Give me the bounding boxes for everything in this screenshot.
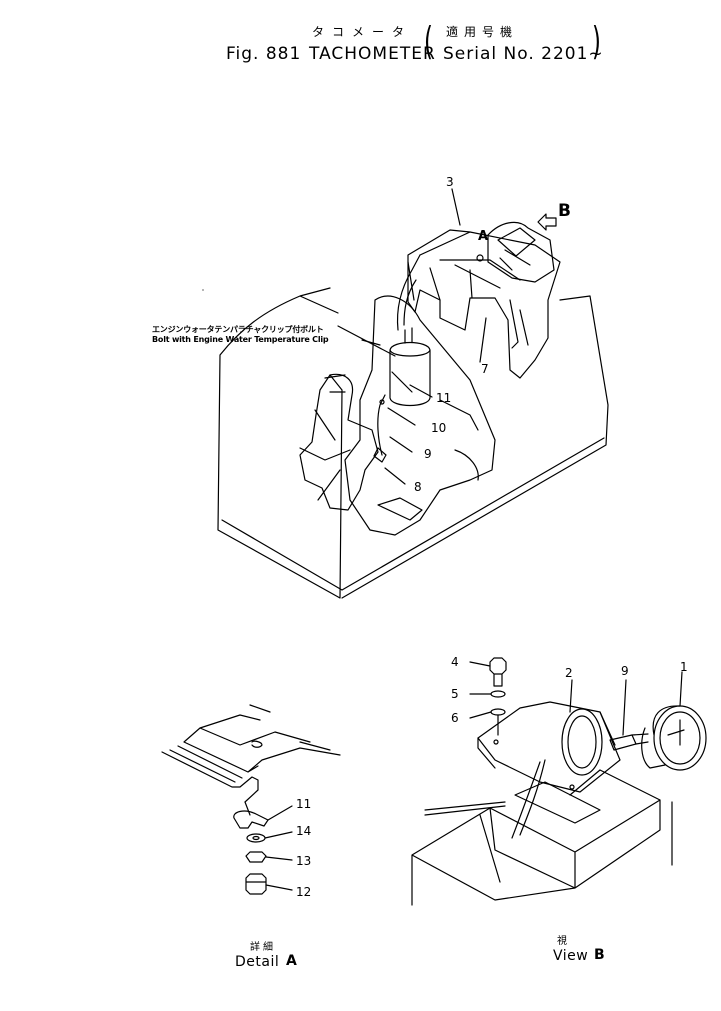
callout-7: 7 — [481, 362, 489, 376]
detail-a-drawing — [162, 705, 340, 894]
view-callout-1: 1 — [680, 660, 688, 674]
rod — [425, 802, 505, 815]
figure-number: Fig. 881 — [226, 44, 302, 64]
callout-8: 8 — [414, 480, 422, 494]
tach-housing — [488, 222, 554, 282]
title-japanese: タコメータ — [312, 25, 413, 39]
detail-caption: Detail — [235, 954, 280, 970]
note-japanese: エンジンウォータテンパラチャクリップ付ボルト — [152, 325, 324, 334]
serial-range: Serial No. 2201~ — [443, 44, 604, 64]
clip-part — [234, 811, 268, 828]
nut — [246, 852, 266, 862]
view-callout-4: 4 — [451, 655, 459, 669]
callout-3: 3 — [446, 175, 454, 189]
figure-title: TACHOMETER — [309, 44, 436, 64]
callout-9: 9 — [424, 447, 432, 461]
view-b-drawing — [412, 658, 706, 905]
detail-caption-japanese: 詳細 — [250, 942, 276, 953]
washer-6 — [491, 709, 505, 715]
view-callout-6: 6 — [451, 711, 459, 725]
view-callout-9: 9 — [621, 664, 629, 678]
canister — [390, 343, 430, 406]
cable — [512, 760, 545, 838]
machine-body-outline — [218, 288, 608, 598]
gauge-cover — [478, 702, 620, 792]
view-caption-letter: B — [594, 947, 606, 963]
callout-10: 10 — [431, 421, 447, 435]
paren-open: ( — [424, 19, 433, 63]
bolt — [246, 874, 266, 894]
tachometer-gauge — [642, 706, 706, 770]
engine-assembly-view — [203, 189, 608, 598]
view-caption: View — [553, 948, 589, 964]
detail-callout-14: 14 — [296, 824, 312, 838]
view-callout-2: 2 — [565, 666, 573, 680]
washer-5 — [491, 691, 505, 697]
console-body — [412, 770, 660, 905]
view-callout-5: 5 — [451, 687, 459, 701]
cable — [378, 372, 412, 455]
view-b-arrow — [538, 214, 556, 230]
bolt-4 — [490, 658, 506, 686]
detail-callout-11: 11 — [296, 797, 312, 811]
cooling-fan — [300, 374, 378, 510]
detail-a-marker: A — [478, 229, 489, 244]
view-caption-japanese: 視 — [557, 936, 567, 947]
dashboard-panel — [408, 230, 560, 378]
view-b-marker: B — [558, 201, 571, 221]
tach-cable-route — [398, 255, 420, 330]
detail-callout-13: 13 — [296, 854, 312, 868]
machine-body-front-edge — [222, 438, 604, 590]
callout-11: 11 — [436, 391, 452, 405]
detail-callout-12: 12 — [296, 885, 312, 899]
plate-outline — [162, 715, 340, 802]
note-english: Bolt with Engine Water Temperature Clip — [152, 335, 329, 344]
washer — [247, 834, 265, 842]
paren-close: ) — [592, 19, 601, 63]
detail-caption-letter: A — [286, 953, 298, 969]
engine-block — [345, 296, 495, 535]
applicable-japanese: 適用号機 — [446, 25, 519, 39]
